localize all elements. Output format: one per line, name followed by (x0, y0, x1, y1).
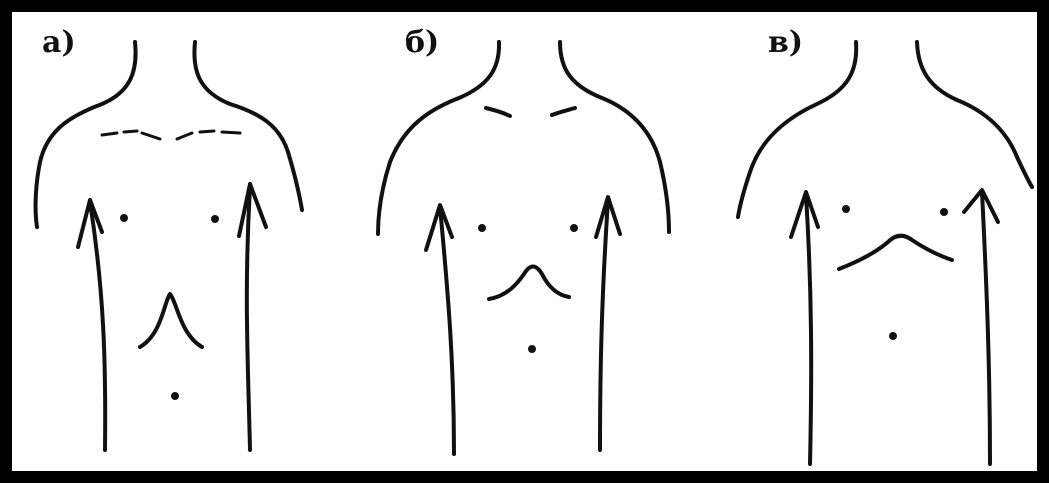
torso-diagrams: а) б) (12, 12, 1037, 471)
panel-c-right-arrow (964, 190, 998, 464)
panel-c: в) (738, 25, 1032, 464)
panel-b-left-collarbone (486, 108, 510, 116)
panel-b-left-nipple (478, 224, 486, 232)
panel-b-rib-angle (489, 267, 569, 300)
panel-b-left-arrow (426, 205, 454, 454)
panel-b-right-collarbone (552, 108, 575, 115)
panel-a-navel (171, 392, 179, 400)
panel-a-left-arrow (78, 200, 105, 450)
panel-c-left-outline (738, 42, 856, 217)
panel-c-label: в) (768, 25, 803, 60)
panel-a-right-nipple (211, 215, 219, 223)
panel-b-label: б) (405, 25, 439, 60)
panel-a-left-outline (36, 42, 136, 227)
panel-c-left-arrow (791, 192, 818, 464)
panel-a-rib-angle (140, 294, 202, 347)
panel-a-left-nipple (120, 214, 128, 222)
diagram-frame: а) б) (12, 12, 1037, 471)
panel-c-left-nipple (842, 205, 850, 213)
panel-c-navel (889, 332, 897, 340)
panel-b-right-outline (560, 42, 669, 232)
panel-c-right-outline (917, 42, 1032, 187)
panel-b-navel (528, 345, 536, 353)
panel-b-right-nipple (570, 224, 578, 232)
panel-a-right-arrow (239, 184, 266, 450)
panel-a-left-collarbone (102, 131, 160, 139)
panel-b-right-arrow (596, 197, 620, 450)
panel-a-label: а) (42, 25, 76, 60)
panel-b: б) (378, 25, 669, 454)
panel-c-right-nipple (940, 208, 948, 216)
panel-a: а) (36, 25, 302, 450)
panel-a-right-collarbone (177, 131, 240, 139)
panel-c-rib-angle (839, 236, 952, 269)
